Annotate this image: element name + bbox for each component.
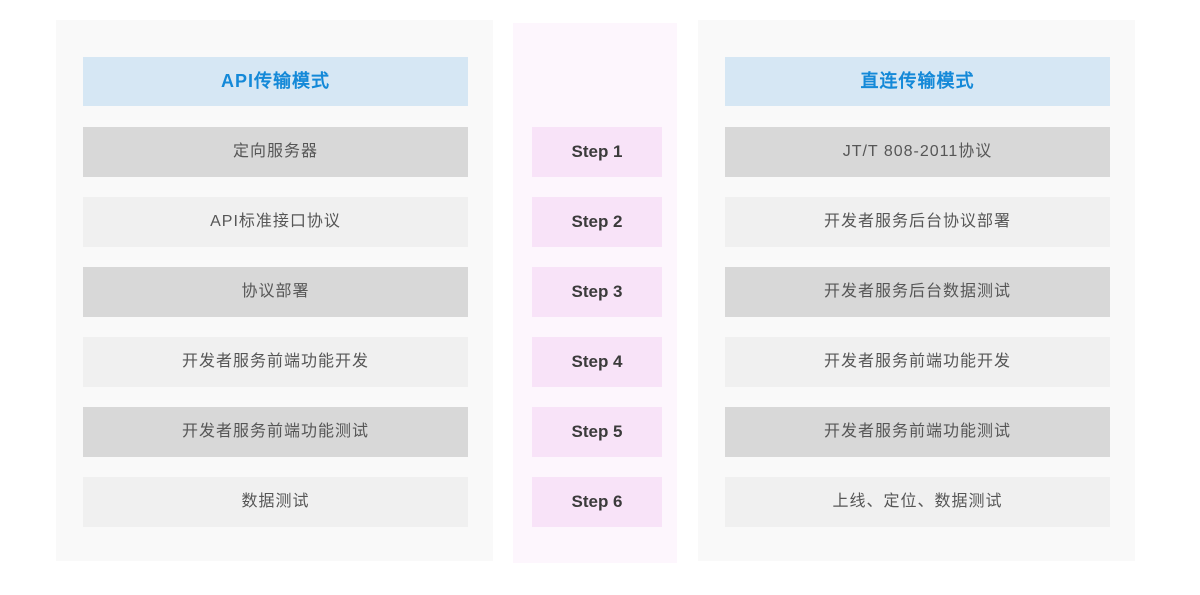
direct-step-row-2: 开发者服务后台协议部署 — [725, 197, 1110, 247]
step-label-4: Step 4 — [532, 337, 662, 387]
api-step-row-2: API标准接口协议 — [83, 197, 468, 247]
api-step-row-5: 开发者服务前端功能测试 — [83, 407, 468, 457]
step-label-3: Step 3 — [532, 267, 662, 317]
api-step-row-4: 开发者服务前端功能开发 — [83, 337, 468, 387]
step-label-6: Step 6 — [532, 477, 662, 527]
api-mode-title: API传输模式 — [83, 57, 468, 106]
api-mode-panel: API传输模式 定向服务器 API标准接口协议 协议部署 开发者服务前端功能开发… — [56, 20, 493, 561]
step-label-1: Step 1 — [532, 127, 662, 177]
direct-mode-title: 直连传输模式 — [725, 57, 1110, 106]
api-step-row-3: 协议部署 — [83, 267, 468, 317]
direct-mode-panel: 直连传输模式 JT/T 808-2011协议 开发者服务后台协议部署 开发者服务… — [698, 20, 1135, 561]
direct-step-row-1: JT/T 808-2011协议 — [725, 127, 1110, 177]
step-label-2: Step 2 — [532, 197, 662, 247]
direct-step-row-4: 开发者服务前端功能开发 — [725, 337, 1110, 387]
direct-step-row-5: 开发者服务前端功能测试 — [725, 407, 1110, 457]
steps-panel: Step 1 Step 2 Step 3 Step 4 Step 5 Step … — [513, 23, 677, 563]
api-step-row-6: 数据测试 — [83, 477, 468, 527]
direct-step-row-3: 开发者服务后台数据测试 — [725, 267, 1110, 317]
api-step-row-1: 定向服务器 — [83, 127, 468, 177]
direct-step-row-6: 上线、定位、数据测试 — [725, 477, 1110, 527]
step-label-5: Step 5 — [532, 407, 662, 457]
